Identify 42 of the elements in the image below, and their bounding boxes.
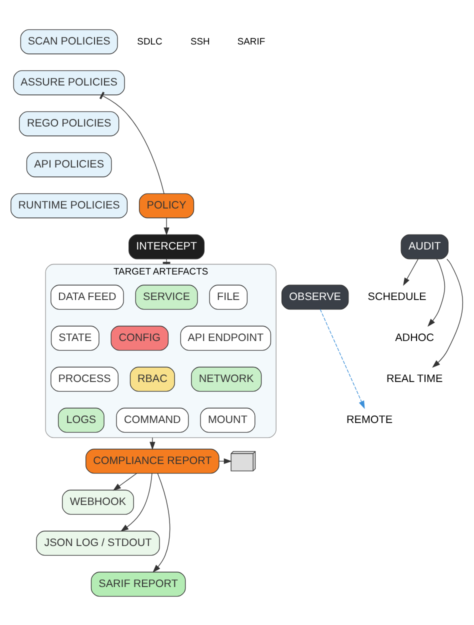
- arrow: [164, 217, 170, 236]
- label: SARIF: [237, 34, 266, 46]
- node-box: STATE: [50, 325, 100, 350]
- node-box: NETWORK: [191, 366, 262, 392]
- node-text: REMOTE: [346, 413, 393, 426]
- node-box: RBAC: [130, 366, 175, 392]
- node-box: PROCESS: [50, 366, 118, 392]
- arrow: [152, 472, 170, 572]
- node-box: POLICY: [138, 192, 194, 218]
- arrow: [320, 308, 365, 408]
- node-text: REAL TIME: [386, 372, 443, 384]
- node-box: JSON LOG / STDOUT: [36, 530, 160, 556]
- arrow: [150, 436, 156, 450]
- label: SDLC: [137, 34, 162, 46]
- node-box: INTERCEPT: [128, 234, 205, 259]
- node-box: FILE: [209, 284, 248, 310]
- connector: [99, 91, 164, 194]
- node-box: REGO POLICIES: [19, 110, 120, 136]
- arrow: [112, 472, 138, 490]
- node-box: RUNTIME POLICIES: [10, 192, 128, 218]
- node-box: OBSERVE: [281, 284, 349, 310]
- node-box: COMPLIANCE REPORT: [86, 448, 220, 474]
- node-box: ASSURE POLICIES: [13, 70, 125, 95]
- node-box: API POLICIES: [26, 152, 112, 177]
- arrow: [428, 258, 446, 326]
- node-box: DATA FEED: [50, 284, 124, 310]
- node-box: MOUNT: [200, 407, 256, 432]
- node-text: SCHEDULE: [368, 290, 426, 302]
- node-box: CONFIG: [110, 325, 169, 350]
- node-box: COMMAND: [116, 407, 189, 432]
- node-box: AUDIT: [400, 234, 448, 259]
- node-box: API ENDPOINT: [180, 325, 272, 350]
- label: SSH: [190, 34, 210, 46]
- node-box: SARIF REPORT: [90, 571, 186, 596]
- node-box: SCAN POLICIES: [20, 28, 118, 54]
- node-box: SERVICE: [135, 284, 198, 310]
- arrow: [120, 472, 152, 532]
- arrow: [403, 258, 418, 286]
- node-box: WEBHOOK: [62, 489, 134, 514]
- node-text: ADHOC: [395, 331, 434, 344]
- arrow: [432, 258, 464, 368]
- node-box: LOGS: [58, 407, 104, 432]
